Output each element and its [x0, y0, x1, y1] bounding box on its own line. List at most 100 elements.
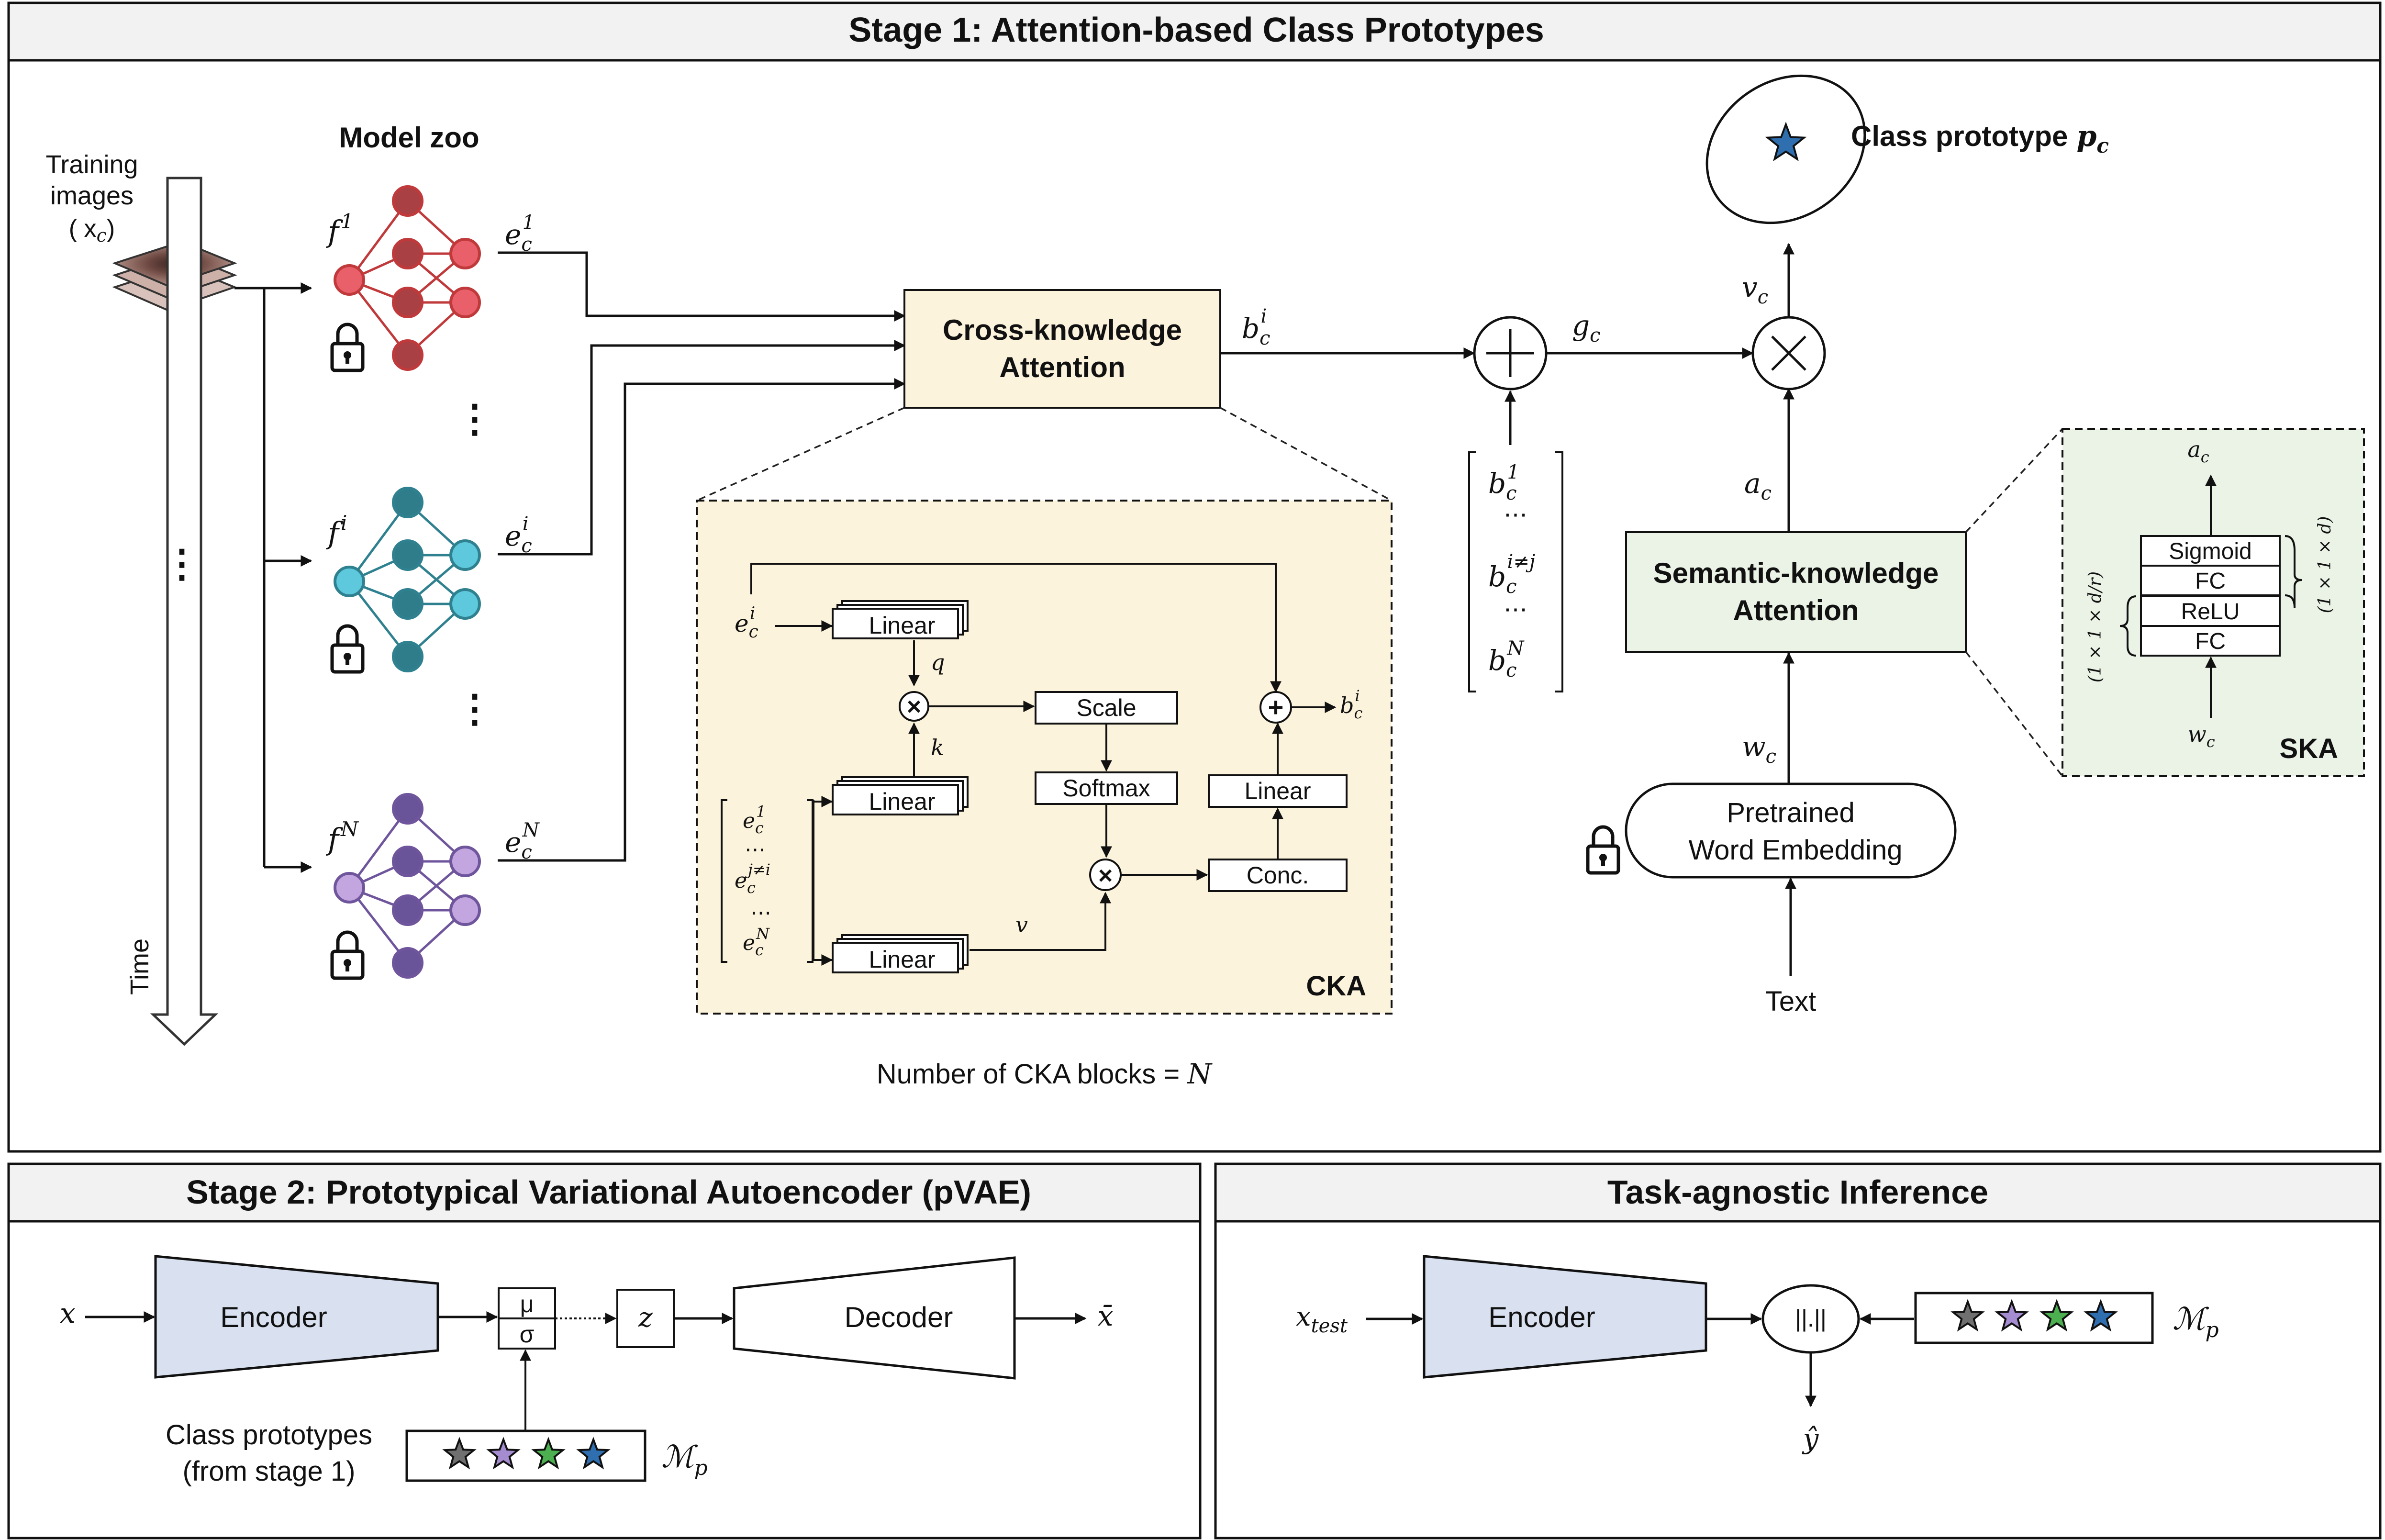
ska-detail: SKA ac Sigmoid FC ReLU FC wc (1 × 1 × d)…: [2062, 428, 2365, 777]
time-dots: ⋮: [163, 542, 201, 585]
softmax-label: Softmax: [1062, 775, 1150, 802]
svg-text:z: z: [638, 1302, 653, 1333]
network-node: [392, 185, 424, 217]
model-label: f1: [326, 210, 354, 249]
a-label: ac: [1744, 467, 1772, 504]
network-node: [334, 566, 365, 597]
network-node: [392, 846, 424, 877]
svg-text:||.||: ||.||: [1795, 1305, 1827, 1332]
training-label-2: images: [50, 181, 134, 210]
network-node: [449, 238, 481, 269]
network-node: [392, 287, 424, 318]
svg-text:bci≠j: bci≠j: [1488, 551, 1535, 598]
svg-text:⋯: ⋯: [1504, 501, 1527, 528]
linear-k-stack: [832, 776, 969, 815]
linear-q-label: Linear: [869, 612, 936, 639]
num-cka-label: Number of CKA blocks = N: [877, 1058, 1213, 1090]
svg-text:wc: wc: [2187, 721, 2215, 751]
embedding-label: ec1: [505, 212, 535, 256]
text-input-label: Text: [1765, 986, 1816, 1017]
sum-node: [1473, 316, 1548, 391]
network-node: [392, 487, 424, 518]
svg-text:q: q: [931, 649, 945, 675]
svg-text:(1 × 1 × d): (1 × 1 × d): [2315, 516, 2335, 613]
conc-label: Conc.: [1247, 862, 1309, 889]
linear-v-stack: [832, 934, 969, 973]
linear-q-stack: [832, 600, 969, 639]
time-arrow: Time ⋮: [125, 177, 219, 1046]
svg-text:ℳp: ℳp: [2173, 1302, 2219, 1342]
training-label-1: Training: [45, 150, 138, 179]
proto-star-gray-icon: [442, 1437, 477, 1470]
network-node: [392, 238, 424, 269]
network-node: [392, 539, 424, 571]
inference-encoder-label: Encoder: [1488, 1301, 1595, 1333]
ska-title-1: Semantic-knowledge: [1653, 557, 1939, 589]
network-node: [392, 894, 424, 926]
svg-text:(1 × 1 × d/r): (1 × 1 × d/r): [2085, 571, 2105, 682]
lock-icon: [330, 624, 365, 674]
svg-text:⋯: ⋯: [750, 901, 771, 925]
proto-star-green-icon: [531, 1437, 566, 1470]
embed-label-1: Pretrained: [1727, 797, 1855, 828]
proto-star-purple-icon: [486, 1437, 521, 1470]
stage1-title: Stage 1: Attention-based Class Prototype…: [848, 11, 1544, 49]
class-proto-label-2: (from stage 1): [183, 1456, 356, 1487]
linear-v-label: Linear: [869, 946, 936, 973]
network-node: [449, 287, 481, 318]
model-zoo-title: Model zoo: [339, 122, 479, 154]
model-label: fi: [326, 511, 347, 550]
svg-text:x̄: x̄: [1098, 1300, 1114, 1332]
embed-label-2: Word Embedding: [1688, 835, 1902, 866]
inf-star-blue-icon: [2084, 1299, 2118, 1332]
svg-text:bci: bci: [1242, 305, 1271, 349]
network-1: f1 ec1: [326, 185, 535, 372]
fc-label-1: FC: [2195, 569, 2226, 594]
network-node: [334, 264, 365, 296]
class-proto-label-1: Class prototypes: [166, 1419, 372, 1451]
lock-icon: [330, 323, 365, 372]
embedding-lines: [498, 251, 906, 862]
fc-label-2: FC: [2195, 629, 2226, 654]
network-2: fi eci: [326, 487, 532, 674]
word-embedding: Pretrained Word Embedding: [1586, 782, 1957, 879]
network-node: [392, 947, 424, 979]
svg-text:⋯: ⋯: [745, 838, 766, 861]
lock-icon: [330, 930, 365, 980]
svg-text:ec1: ec1: [743, 803, 766, 837]
cka-zoom-lines: [696, 407, 1392, 502]
sigmoid-label: Sigmoid: [2169, 539, 2251, 564]
cka-title-1: Cross-knowledge: [943, 314, 1182, 346]
embedding-label: ecN: [505, 819, 540, 863]
inference-panel: Task-agnostic Inference xtest Encoder ||…: [1214, 1162, 2382, 1540]
training-var: ( xc): [69, 215, 115, 246]
svg-text:k: k: [931, 735, 944, 760]
linear-k-label: Linear: [869, 788, 936, 815]
svg-text:+: +: [1268, 692, 1284, 722]
relu-label: ReLU: [2181, 599, 2240, 625]
multiply-node: [1751, 316, 1826, 391]
lock-icon: [1586, 825, 1620, 875]
ska-title-2: Attention: [1733, 594, 1859, 626]
lock-icon: [1586, 825, 1620, 875]
cka-module: Cross-knowledge Attention: [903, 289, 1221, 409]
stage1-panel: Stage 1: Attention-based Class Prototype…: [7, 1, 2382, 1153]
network-node: [449, 588, 481, 620]
svg-text:ecj≠i: ecj≠i: [735, 860, 770, 897]
stage2-encoder-label: Encoder: [220, 1301, 327, 1333]
embedding-label: eci: [505, 513, 532, 557]
training-images: Training images ( xc): [45, 150, 237, 312]
g-label: gc: [1572, 309, 1601, 346]
prototype-star-icon: [1765, 122, 1807, 162]
cka-tag: CKA: [1306, 971, 1366, 1002]
svg-text:μ: μ: [520, 1291, 534, 1317]
stage2-title: Stage 2: Prototypical Variational Autoen…: [186, 1173, 1031, 1211]
model-dots-2: ⋮: [456, 687, 494, 730]
linear-out-label: Linear: [1245, 778, 1311, 804]
svg-text:ℳp: ℳp: [661, 1440, 708, 1480]
svg-text:v: v: [1015, 912, 1028, 937]
svg-text:×: ×: [1098, 862, 1113, 890]
